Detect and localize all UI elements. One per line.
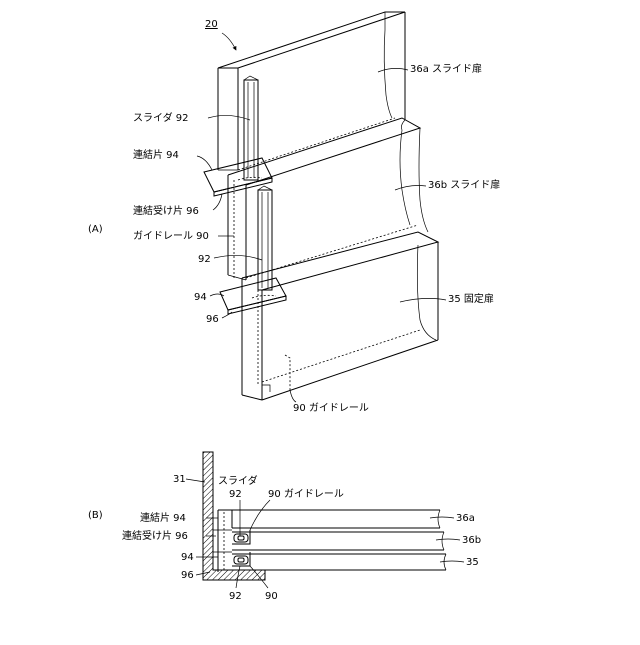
callout-receiver-96: 連結受け片 96 [122, 529, 188, 542]
door-36a-plan [218, 510, 440, 528]
callout-guide-rail-90: ガイドレール 90 [133, 230, 209, 242]
callout-receiver-lower: 96 [206, 314, 219, 325]
callout-wall-31: 31 [173, 474, 186, 485]
leader-35 [400, 298, 446, 302]
panel-a-label: (A) [88, 224, 103, 235]
callout-slider-top: スライダ 92 [133, 111, 189, 124]
leader-36b [395, 186, 426, 191]
callout-door-35: 35 [466, 557, 479, 568]
leader-slider-lower [214, 255, 262, 260]
callout-slider-num: 92 [229, 489, 242, 500]
leader-guide-rail-bottom [290, 390, 296, 402]
leader-connector-top [197, 156, 212, 170]
callout-num-96: 96 [181, 570, 194, 581]
callout-slide-door-36b: 36b スライド扉 [428, 178, 500, 191]
fixed-door-35 [242, 232, 438, 400]
callout-connector-lower: 94 [194, 292, 207, 303]
figure-number: 20 [205, 19, 218, 30]
callout-door-36b: 36b [462, 535, 481, 546]
callout-connector-94: 連結片 94 [140, 511, 186, 524]
leader-door-36b [436, 539, 460, 540]
slider-92-plan [234, 534, 248, 564]
connector-94-lower [220, 278, 286, 314]
callout-slide-door-36a: 36a スライド扉 [410, 62, 482, 75]
figure-pointer-arrow [222, 33, 236, 50]
guide-rail-90 [234, 180, 270, 392]
leader-door-35 [440, 561, 464, 562]
slide-door-36a [218, 12, 405, 170]
slider-92-upper [244, 76, 258, 180]
callout-num-90-bottom: 90 [265, 591, 278, 602]
leader-guide-rail [250, 500, 270, 530]
callout-door-36a: 36a [456, 513, 475, 524]
door-35-plan [232, 554, 446, 570]
callout-slider-lower: 92 [198, 254, 211, 265]
panel-b: (B) [88, 452, 481, 602]
callout-guide-rail-bottom: 90 ガイドレール [293, 402, 369, 414]
leader-36a [378, 68, 408, 72]
leader-receiver-lower [222, 312, 232, 318]
leader-door-36a [430, 517, 454, 518]
callout-connector-top: 連結片 94 [133, 148, 179, 161]
door-36b-plan [232, 532, 444, 550]
callout-num-94: 94 [181, 552, 194, 563]
panel-b-label: (B) [88, 510, 103, 521]
callout-slider-label: スライダ [218, 474, 258, 487]
callout-receiver-top: 連結受け片 96 [133, 204, 199, 217]
callout-num-92-bottom: 92 [229, 591, 242, 602]
slider-92-lower [258, 186, 272, 290]
leader-wall-31 [186, 479, 205, 482]
callout-fixed-door-35: 35 固定扉 [448, 292, 494, 305]
connector-strips-plan [213, 510, 232, 572]
panel-a: 20 [88, 12, 500, 414]
callout-guide-rail: 90 ガイドレール [268, 488, 344, 500]
